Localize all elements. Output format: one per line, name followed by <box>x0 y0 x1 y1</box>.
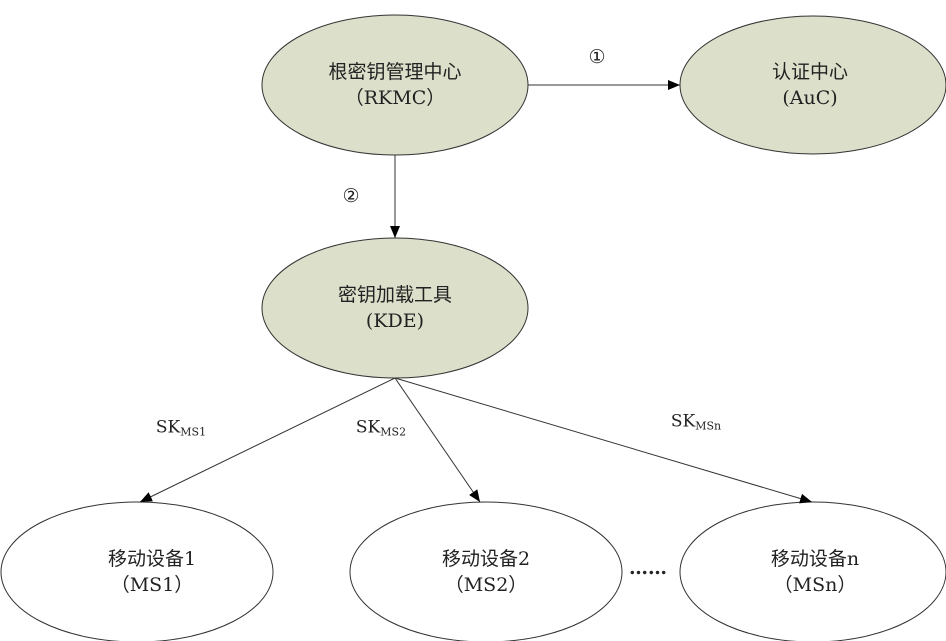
node-ms1-abbr: （MS1） <box>110 574 194 596</box>
sk-msn-sub: MSn <box>695 419 722 433</box>
sk-ms2-main: SK <box>355 417 381 438</box>
node-ms2-shape <box>349 501 623 641</box>
node-auc: 认证中心 (AuC) <box>772 59 848 111</box>
node-ms2: 移动设备2 （MS2） <box>442 546 530 598</box>
node-auc-name: 认证中心 <box>771 61 849 83</box>
node-msn-shape <box>679 501 946 641</box>
node-kde-name: 密钥加载工具 <box>337 284 453 306</box>
node-msn-name: 移动设备n <box>770 548 860 570</box>
node-kde: 密钥加载工具 (KDE) <box>338 282 452 334</box>
node-ms2-abbr: （MS2） <box>444 574 528 596</box>
node-msn: 移动设备n （MSn） <box>771 546 859 598</box>
sk-msn-main: SK <box>670 411 696 432</box>
node-msn-abbr: （MSn） <box>773 574 857 596</box>
edge-kde-ms2 <box>394 377 481 503</box>
ellipsis: …… <box>629 557 667 579</box>
node-rkmc-abbr: （RKMC） <box>344 87 446 109</box>
edge-kde-ms1 <box>139 377 396 503</box>
sk-ms2-sub: MS2 <box>380 425 407 439</box>
node-rkmc-name: 根密钥管理中心 <box>328 61 462 83</box>
sk-ms1-sub: MS1 <box>180 425 207 439</box>
node-ms1: 移动设备1 （MS1） <box>108 546 196 598</box>
sk-msn-label: SKMSn <box>671 409 721 440</box>
node-ms1-shape <box>0 501 274 641</box>
sk-ms2-label: SKMS2 <box>356 415 406 446</box>
sk-ms1-main: SK <box>155 417 181 438</box>
node-ms2-name: 移动设备2 <box>441 548 531 570</box>
node-rkmc: 根密钥管理中心 （RKMC） <box>328 59 461 111</box>
step-2-label: ② <box>342 185 360 207</box>
node-auc-abbr: (AuC) <box>782 87 838 109</box>
edge-kde-msn <box>394 377 813 504</box>
step-1-label: ① <box>588 46 606 68</box>
node-kde-abbr: (KDE) <box>365 310 425 332</box>
sk-ms1-label: SKMS1 <box>156 415 206 446</box>
node-ms1-name: 移动设备1 <box>107 548 197 570</box>
